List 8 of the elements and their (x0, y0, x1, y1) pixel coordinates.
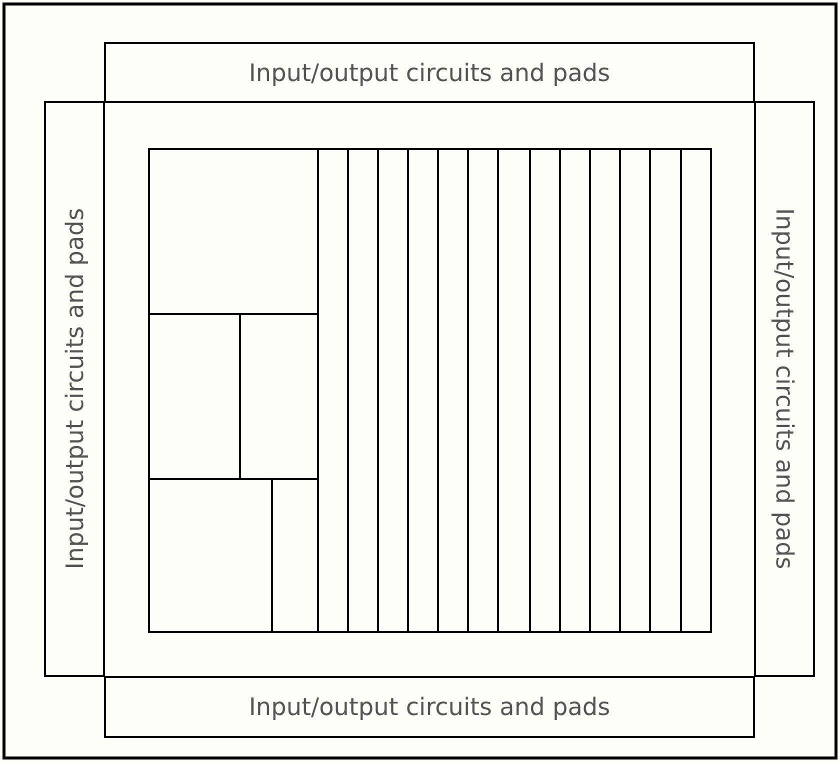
io-pad-band (754, 101, 815, 677)
band-label: Input/output circuits and pads (60, 208, 88, 570)
band-label: Input/output circuits and pads (248, 693, 610, 721)
io-pad-band (44, 101, 105, 677)
io-pad-band (104, 676, 755, 738)
band-label: Input/output circuits and pads (770, 208, 798, 570)
band-label: Input/output circuits and pads (248, 58, 610, 86)
io-pad-band (104, 42, 755, 103)
